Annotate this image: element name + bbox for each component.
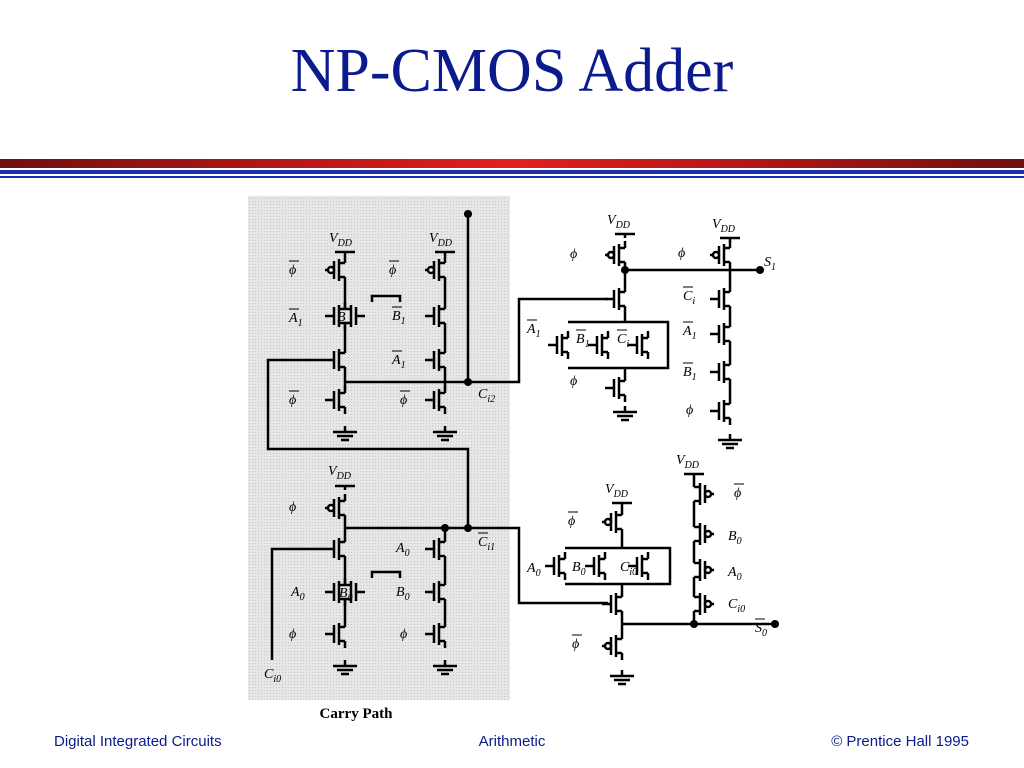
pmos-bubble	[606, 250, 616, 260]
schematic-wires	[266, 209, 780, 686]
phi-label: ϕ	[400, 627, 407, 642]
pmos-bubble	[603, 641, 613, 651]
phi-label: ϕ	[289, 393, 296, 408]
ci1-feed	[468, 526, 608, 605]
pmos-bubble	[703, 599, 713, 609]
junction-dot	[770, 619, 780, 629]
wire	[370, 294, 402, 302]
b1-bar-label: B1	[683, 365, 697, 383]
pmos-bubble	[326, 503, 336, 513]
phi-label: ϕ	[572, 637, 579, 652]
s1-label: S1	[764, 255, 776, 273]
pmos-bubble	[603, 517, 613, 527]
ci-label: Ci	[617, 332, 629, 350]
pmos-bubble	[326, 265, 336, 275]
b0-label: B0	[728, 529, 742, 547]
ci0-label: Ci0	[728, 597, 745, 615]
pmos-bubble	[711, 250, 721, 260]
phi-label: ϕ	[400, 393, 407, 408]
phi-label: ϕ	[678, 246, 685, 261]
ci-feed	[468, 297, 608, 384]
phi-label: ϕ	[289, 627, 296, 642]
vdd-label: VDD	[676, 453, 700, 471]
a0-label: A0	[526, 561, 541, 579]
ci0-label: Ci0	[620, 560, 637, 578]
pmos-bubble	[703, 529, 713, 539]
title-divider-blue-thin	[0, 176, 1024, 178]
vdd-label: VDD	[605, 482, 629, 500]
a0-label: A0	[727, 565, 742, 583]
title-divider-red	[0, 159, 1024, 168]
b1-label: B1	[576, 332, 590, 350]
phi-label: ϕ	[389, 263, 396, 278]
phi-label: ϕ	[568, 514, 575, 529]
phi-label: ϕ	[686, 403, 693, 418]
wire	[370, 570, 402, 578]
a1-bar-label: A1	[682, 324, 697, 342]
ci0-wire	[270, 547, 325, 660]
title-divider-blue	[0, 170, 1024, 174]
pmos-bubble	[703, 565, 713, 575]
phi-label: ϕ	[570, 374, 577, 389]
carry-path-caption: Carry Path	[320, 706, 394, 722]
ci-bar-label: Ci	[683, 289, 695, 307]
junction-dot	[463, 209, 473, 219]
a1-label: A1	[526, 322, 541, 340]
carry-wire	[266, 358, 470, 528]
phi-label: ϕ	[289, 500, 296, 515]
vdd-label: VDD	[607, 213, 631, 231]
b0-label: B0	[572, 560, 586, 578]
phi-label: ϕ	[289, 263, 296, 278]
junction-dot	[755, 265, 765, 275]
b-label: B	[337, 310, 346, 325]
slide-title: NP-CMOS Adder	[290, 37, 734, 105]
footer-chapter: Arithmetic	[478, 733, 546, 750]
sum0-parallel	[565, 546, 672, 586]
phi-label: ϕ	[734, 486, 741, 501]
phi-label: ϕ	[570, 247, 577, 262]
junction-dot	[620, 265, 630, 275]
vdd-label: VDD	[712, 217, 736, 235]
pmos-bubble	[426, 265, 436, 275]
footer-copyright: © Prentice Hall 1995	[831, 733, 969, 750]
sum1-parallel	[568, 320, 670, 370]
pmos-bubble	[703, 489, 713, 499]
footer-course: Digital Integrated Circuits	[54, 733, 222, 750]
